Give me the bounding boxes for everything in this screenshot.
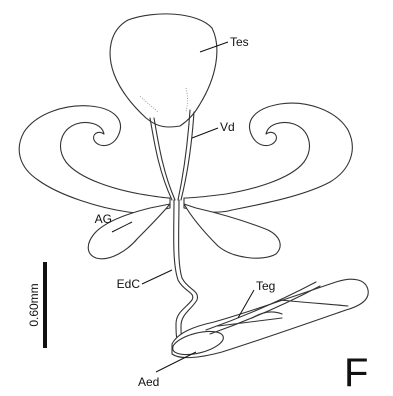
leader-edc <box>142 270 172 284</box>
accessory-gland-right-lower-lobe <box>184 204 280 258</box>
accessory-gland-right <box>184 103 352 212</box>
label-teg: Teg <box>256 279 275 293</box>
testis <box>110 14 217 127</box>
vas-deferens-left <box>150 118 172 200</box>
label-aed: Aed <box>138 375 159 389</box>
scale-bar-label: 0.60mm <box>27 283 41 326</box>
accessory-gland-left <box>19 106 170 213</box>
ejaculatory-canal <box>174 200 193 344</box>
leader-vd <box>192 128 218 138</box>
label-tes: Tes <box>230 35 249 49</box>
label-edc: EdC <box>117 277 141 291</box>
panel-letter: F <box>344 351 368 395</box>
label-vd: Vd <box>220 120 235 134</box>
ejaculatory-canal-inner <box>179 200 198 342</box>
vas-deferens-right-inner <box>181 112 194 200</box>
vas-deferens-left-inner <box>154 118 175 200</box>
label-ag: AG <box>95 212 112 226</box>
